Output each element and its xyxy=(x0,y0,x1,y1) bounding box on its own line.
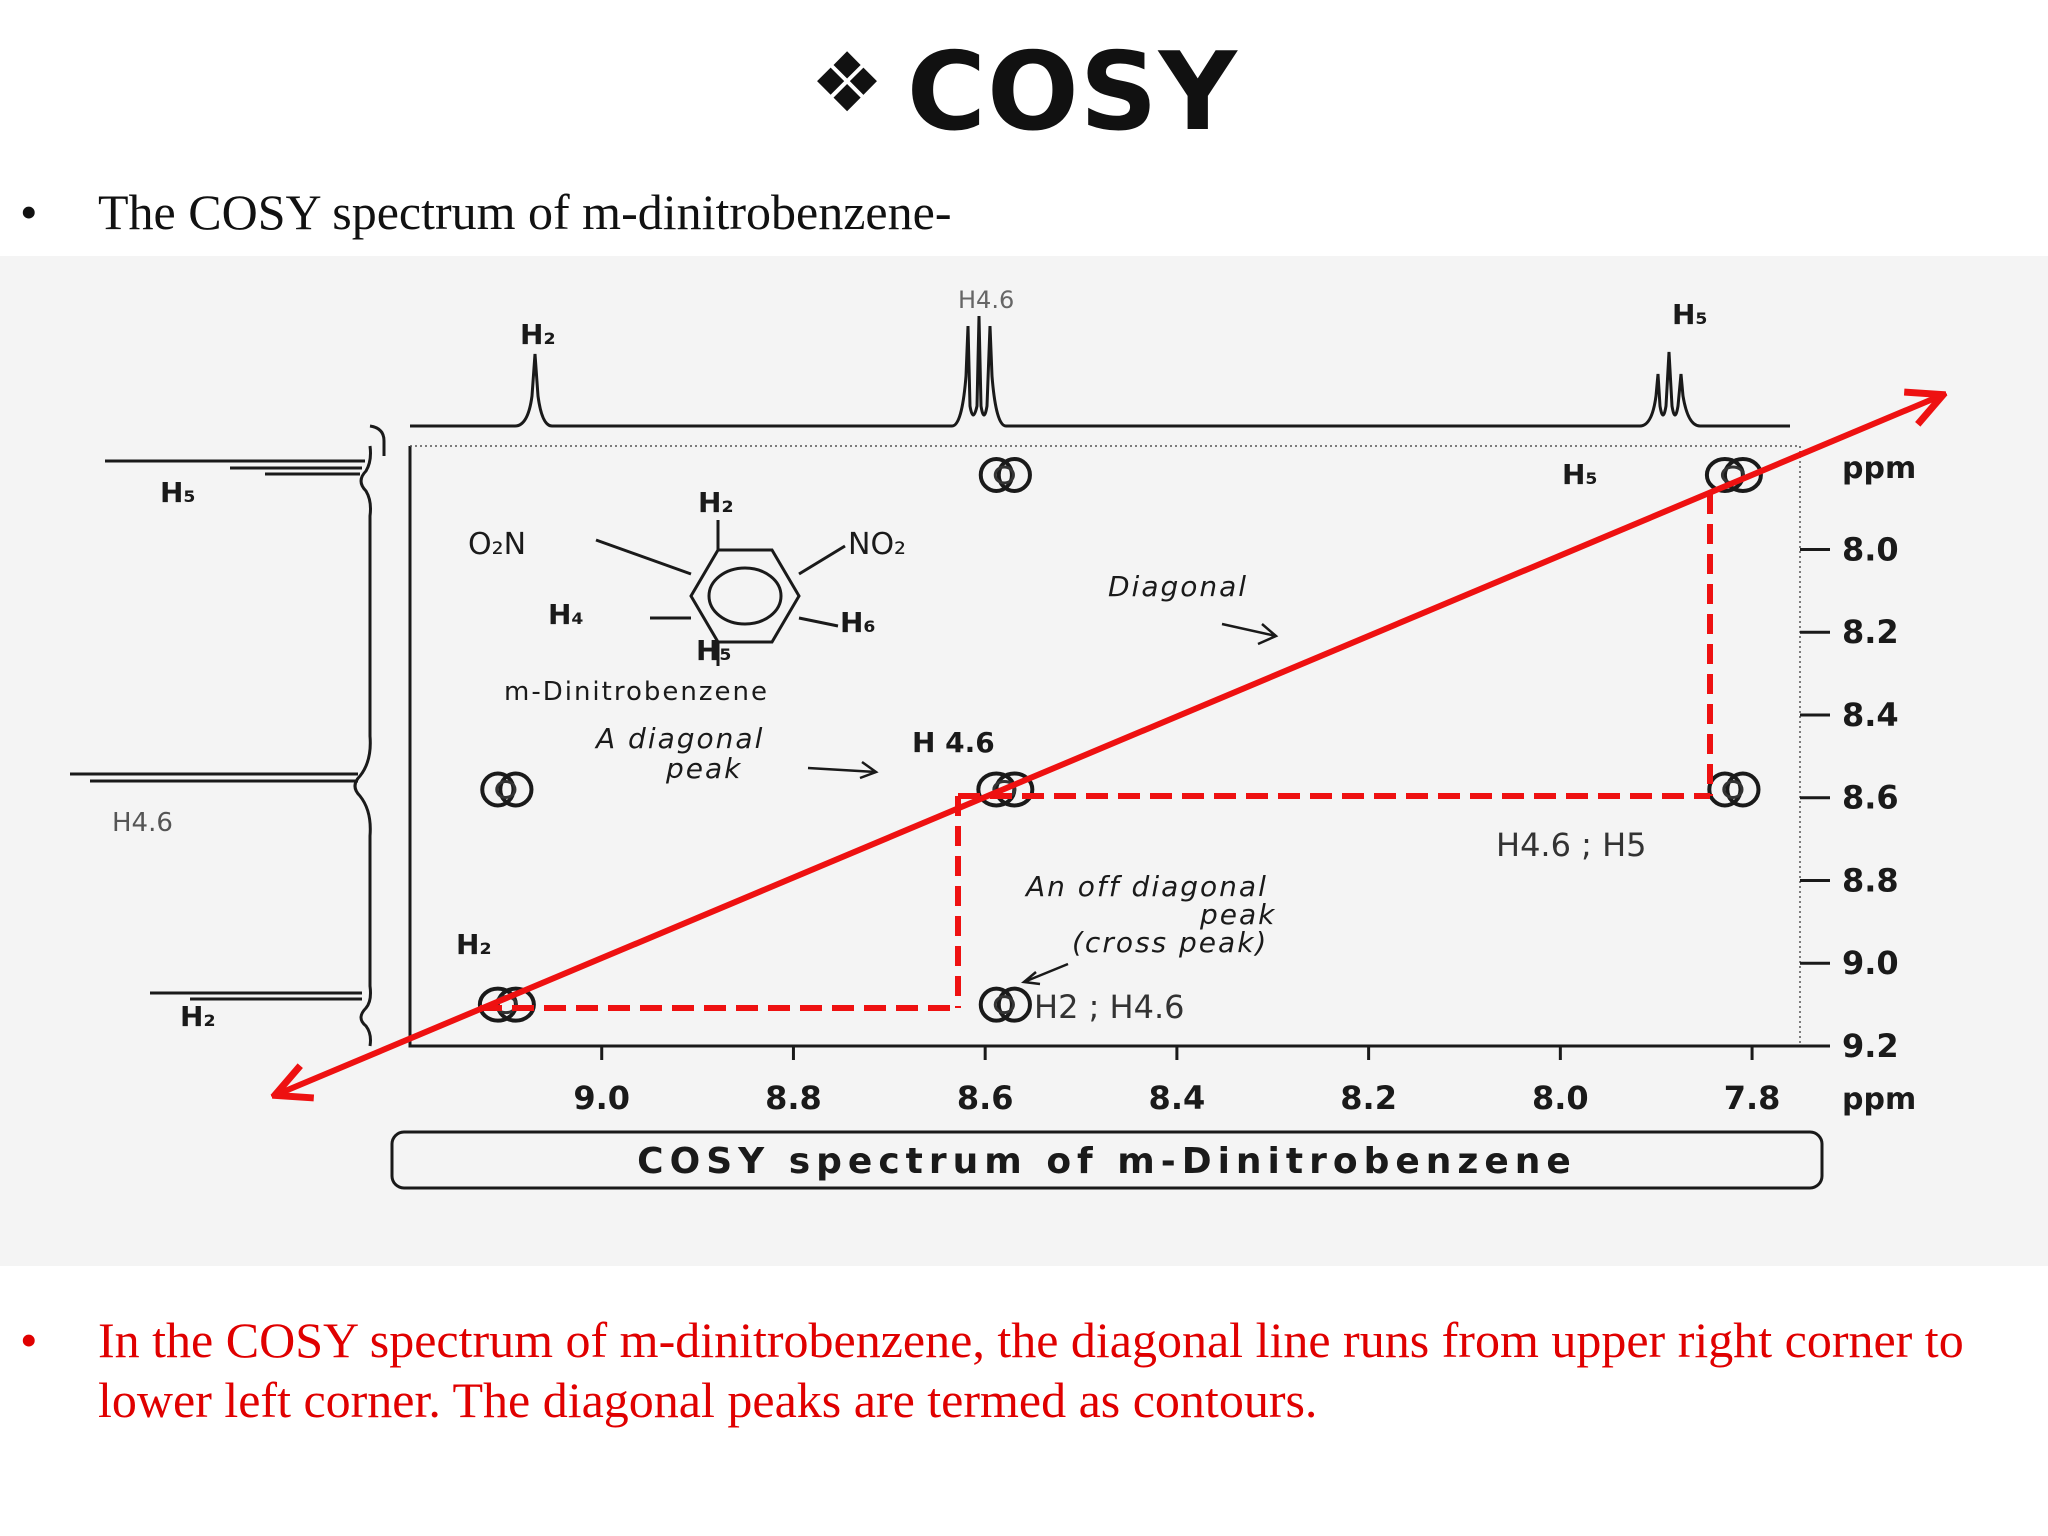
spectrum-caption: COSY spectrum of m-Dinitrobenzene xyxy=(637,1141,1577,1182)
x-tick-label: 8.0 xyxy=(1532,1079,1589,1117)
diagonal-peak-annotation-line1: A diagonal xyxy=(594,722,764,755)
molecule-label-no2: NO₂ xyxy=(848,527,906,562)
x-tick-label: 8.2 xyxy=(1340,1079,1397,1117)
y-tick-label: 8.6 xyxy=(1842,779,1899,817)
left-label-h2: H₂ xyxy=(180,1000,216,1033)
y-tick-label: 8.0 xyxy=(1842,530,1899,568)
red-diagonal-arrow xyxy=(278,396,1940,1094)
bullet-dot: • xyxy=(20,184,38,240)
caption-box xyxy=(390,1130,1824,1190)
y-tick-label: 8.4 xyxy=(1842,696,1899,734)
x-tick-label: 7.8 xyxy=(1724,1079,1781,1117)
top-label-h5: H₅ xyxy=(1672,298,1708,331)
y-tick-label: 9.2 xyxy=(1842,1027,1899,1065)
molecule-label-h5: H₅ xyxy=(696,634,732,667)
diagonal-peak-label-h5: H₅ xyxy=(1562,458,1598,491)
diagonal-peak-label-h2: H₂ xyxy=(456,928,492,961)
top-label-h2: H₂ xyxy=(520,318,556,351)
y-tick-label: 8.8 xyxy=(1842,861,1899,899)
cross-label-h2-h46: H2 ; H4.6 xyxy=(1034,988,1185,1026)
left-label-h46: H4.6 xyxy=(112,808,173,838)
intro-text: The COSY spectrum of m-dinitrobenzene- xyxy=(98,184,952,240)
note-text: In the COSY spectrum of m-dinitrobenzene… xyxy=(98,1312,1964,1428)
cross-label-h46-h5: H4.6 ; H5 xyxy=(1496,826,1647,864)
top-label-h46: H4.6 xyxy=(958,286,1014,314)
bullet-dot: • xyxy=(20,1312,38,1368)
y-tick-label: 8.2 xyxy=(1842,613,1899,651)
left-label-h5: H₅ xyxy=(160,476,196,509)
x-axis-unit: ppm xyxy=(1842,1082,1916,1117)
y-axis-unit: ppm xyxy=(1842,451,1916,486)
diagonal-annotation: Diagonal xyxy=(1108,570,1248,603)
x-tick-label: 8.8 xyxy=(765,1079,822,1117)
molecule-name: m-Dinitrobenzene xyxy=(504,677,769,707)
x-tick-label: 8.6 xyxy=(957,1079,1014,1117)
molecule-label-h4: H₄ xyxy=(548,598,584,631)
diamond-bullet-icon: ❖ xyxy=(810,36,885,131)
molecule-label-o2n: O₂N xyxy=(468,527,526,562)
x-tick-label: 9.0 xyxy=(573,1079,630,1117)
title-text: COSY xyxy=(906,30,1238,155)
cross-peak-annotation-line3: (cross peak) xyxy=(1072,926,1268,959)
cosy-spectrum-figure: H₂ H4.6 H₅ H₅ H4.6 H₂ 9.0 8.8 8.6 8.4 8.2 8.0… xyxy=(0,256,2048,1266)
molecule-label-h6: H₆ xyxy=(840,606,876,639)
x-tick-label: 8.4 xyxy=(1149,1079,1206,1117)
y-tick-label: 9.0 xyxy=(1842,944,1899,982)
note-bullet: • In the COSY spectrum of m-dinitrobenze… xyxy=(20,1310,2030,1430)
intro-bullet: • The COSY spectrum of m-dinitrobenzene- xyxy=(20,182,2000,242)
diagonal-peak-annotation-line2: peak xyxy=(665,752,742,785)
slide-title: ❖COSY xyxy=(0,30,2048,155)
molecule-label-h2: H₂ xyxy=(698,486,734,519)
diagonal-peak-label-h46: H 4.6 xyxy=(912,726,995,759)
